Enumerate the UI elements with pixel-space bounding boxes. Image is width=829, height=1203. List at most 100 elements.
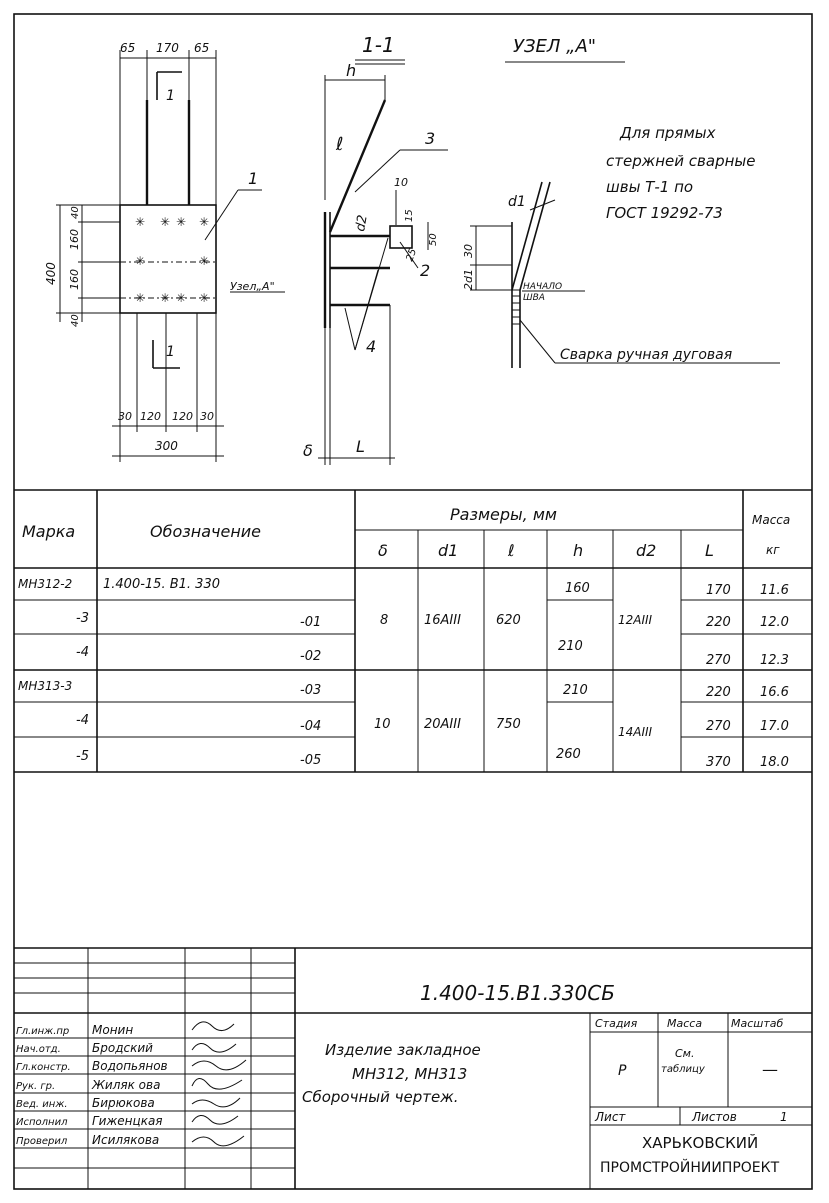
g2-d2: 14АIII	[618, 725, 653, 739]
g2-d1: 20АIII	[424, 717, 461, 732]
row-designation: -02	[300, 649, 321, 664]
role-6: Исполнил	[16, 1117, 68, 1128]
hdr-h: h	[573, 541, 583, 560]
spec-table: Марка Обозначение Размеры, мм Масса кг δ…	[14, 489, 812, 773]
weld-start-line2: ШВА	[523, 293, 545, 303]
row-L: 270	[706, 719, 731, 734]
role-3: Гл.констр.	[16, 1062, 71, 1073]
g1-h-b: 210	[558, 639, 583, 654]
weld-note-line1: Для прямых	[619, 124, 716, 142]
weld-marks: ✳✳ ✳✳ ✳✳ ✳✳ ✳✳	[135, 215, 209, 305]
hdr-L: L	[705, 541, 714, 560]
name-3: Водопьянов	[92, 1059, 168, 1073]
svg-text:✳: ✳	[199, 215, 209, 229]
section-dim-25: 25	[404, 247, 419, 263]
svg-text:✳: ✳	[135, 215, 145, 229]
row-designation: -01	[300, 615, 321, 630]
cut-mark-top: 1	[166, 88, 175, 104]
hdr-d1: d1	[438, 541, 458, 560]
name-5: Бирюкова	[92, 1096, 155, 1110]
g2-delta: 10	[374, 717, 391, 732]
g1-l: 620	[496, 613, 521, 628]
table-row: -4 -04 270 17.0	[76, 713, 789, 734]
section-L: L	[356, 437, 365, 456]
role-7: Проверил	[16, 1136, 68, 1147]
mass-label: Масса	[667, 1017, 702, 1030]
g2-h-a: 210	[563, 683, 588, 698]
hdr-mass-1: Масса	[752, 513, 790, 527]
svg-text:✳: ✳	[199, 254, 209, 268]
stage-label: Стадия	[595, 1017, 638, 1030]
section-d2: d2	[353, 214, 371, 233]
scale-label: Масштаб	[731, 1017, 783, 1030]
top-dim-3: 65	[194, 41, 209, 55]
scale-value: —	[762, 1060, 778, 1079]
bottom-dim-3: 120	[172, 410, 193, 423]
sheet-frame	[13, 13, 813, 1190]
table-row: -5 -05 370 18.0	[76, 749, 789, 770]
row-designation: 1.400-15. В1. 330	[103, 577, 220, 592]
doc-title-3: Сборочный чертеж.	[302, 1088, 459, 1106]
section-delta: δ	[303, 441, 313, 460]
table-row: МН313-3 -03 220 16.6	[18, 679, 789, 700]
row-mass: 12.0	[760, 615, 789, 630]
row-mass: 12.3	[760, 653, 789, 668]
row-L: 170	[706, 583, 731, 598]
name-2: Бродский	[92, 1041, 153, 1055]
row-mass: 17.0	[760, 719, 789, 734]
top-dim-1: 65	[120, 41, 135, 55]
doc-title-2: МН312, МН313	[352, 1065, 467, 1083]
hdr-d2: d2	[636, 541, 656, 560]
row-L: 270	[706, 653, 731, 668]
name-7: Исилякова	[92, 1133, 159, 1147]
svg-text:✳: ✳	[135, 254, 145, 268]
section-l: ℓ	[335, 134, 343, 155]
cut-mark-bottom: 1	[166, 344, 175, 360]
plan-plate	[119, 204, 217, 314]
role-2: Нач.отд.	[16, 1044, 61, 1055]
g2-h-b: 260	[556, 747, 581, 762]
node-dim-30: 30	[462, 244, 475, 258]
hdr-delta: δ	[378, 541, 388, 560]
part-label-1: 1	[248, 169, 258, 188]
section-dim-15: 15	[404, 209, 415, 222]
row-mass: 16.6	[760, 685, 789, 700]
section-dim-10: 10	[394, 176, 408, 189]
node-view: УЗЕЛ „А" d1 30 2d1 НАЧАЛО ШВА Сварка руч…	[462, 36, 780, 368]
g1-delta: 8	[380, 613, 388, 628]
g1-d1: 16АIII	[424, 613, 461, 628]
row-mark: -3	[76, 611, 89, 626]
g1-d2: 12АIII	[618, 613, 653, 627]
hdr-mass-2: кг	[766, 543, 780, 557]
name-4: Жиляк ова	[91, 1078, 160, 1092]
table-row: -4 -02 270 12.3	[76, 645, 789, 668]
sheets-value: 1	[780, 1110, 788, 1124]
sheet-label: Лист	[594, 1110, 626, 1124]
row-mark: МН312-2	[18, 577, 72, 591]
top-dim-2: 170	[156, 41, 179, 55]
weld-start-line1: НАЧАЛО	[523, 282, 562, 292]
g2-l: 750	[496, 717, 521, 732]
stage-value: Р	[618, 1063, 627, 1079]
left-dim-3: 40	[70, 206, 81, 219]
node-dim-2d1: 2d1	[462, 269, 475, 290]
left-total-dim: 400	[44, 262, 58, 285]
table-row: МН312-2 1.400-15. В1. 330 170 11.6	[18, 577, 789, 598]
org-line-2: ПРОМСТРОЙНИИПРОЕКТ	[600, 1158, 780, 1176]
role-4: Рук. гр.	[16, 1081, 55, 1092]
hdr-l: ℓ	[507, 541, 515, 560]
welding-note: Сварка ручная дуговая	[560, 347, 732, 363]
section-title: 1-1	[362, 33, 395, 57]
row-L: 220	[706, 615, 731, 630]
mass-value-2: таблицу	[661, 1063, 706, 1075]
hdr-designation: Обозначение	[150, 522, 261, 541]
section-view: 1-1 h ℓ d2 10 15 50 25 3 2	[303, 33, 448, 465]
title-block: 1.400-15.В1.330СБ Изделие закладное МН31…	[14, 947, 812, 1189]
left-dim-1: 160	[68, 229, 81, 250]
left-dim-2: 160	[68, 269, 81, 290]
row-designation: -04	[300, 719, 321, 734]
name-6: Гиженцкая	[92, 1114, 163, 1128]
node-title: УЗЕЛ „А"	[513, 36, 596, 57]
part-label-3: 3	[425, 129, 435, 148]
